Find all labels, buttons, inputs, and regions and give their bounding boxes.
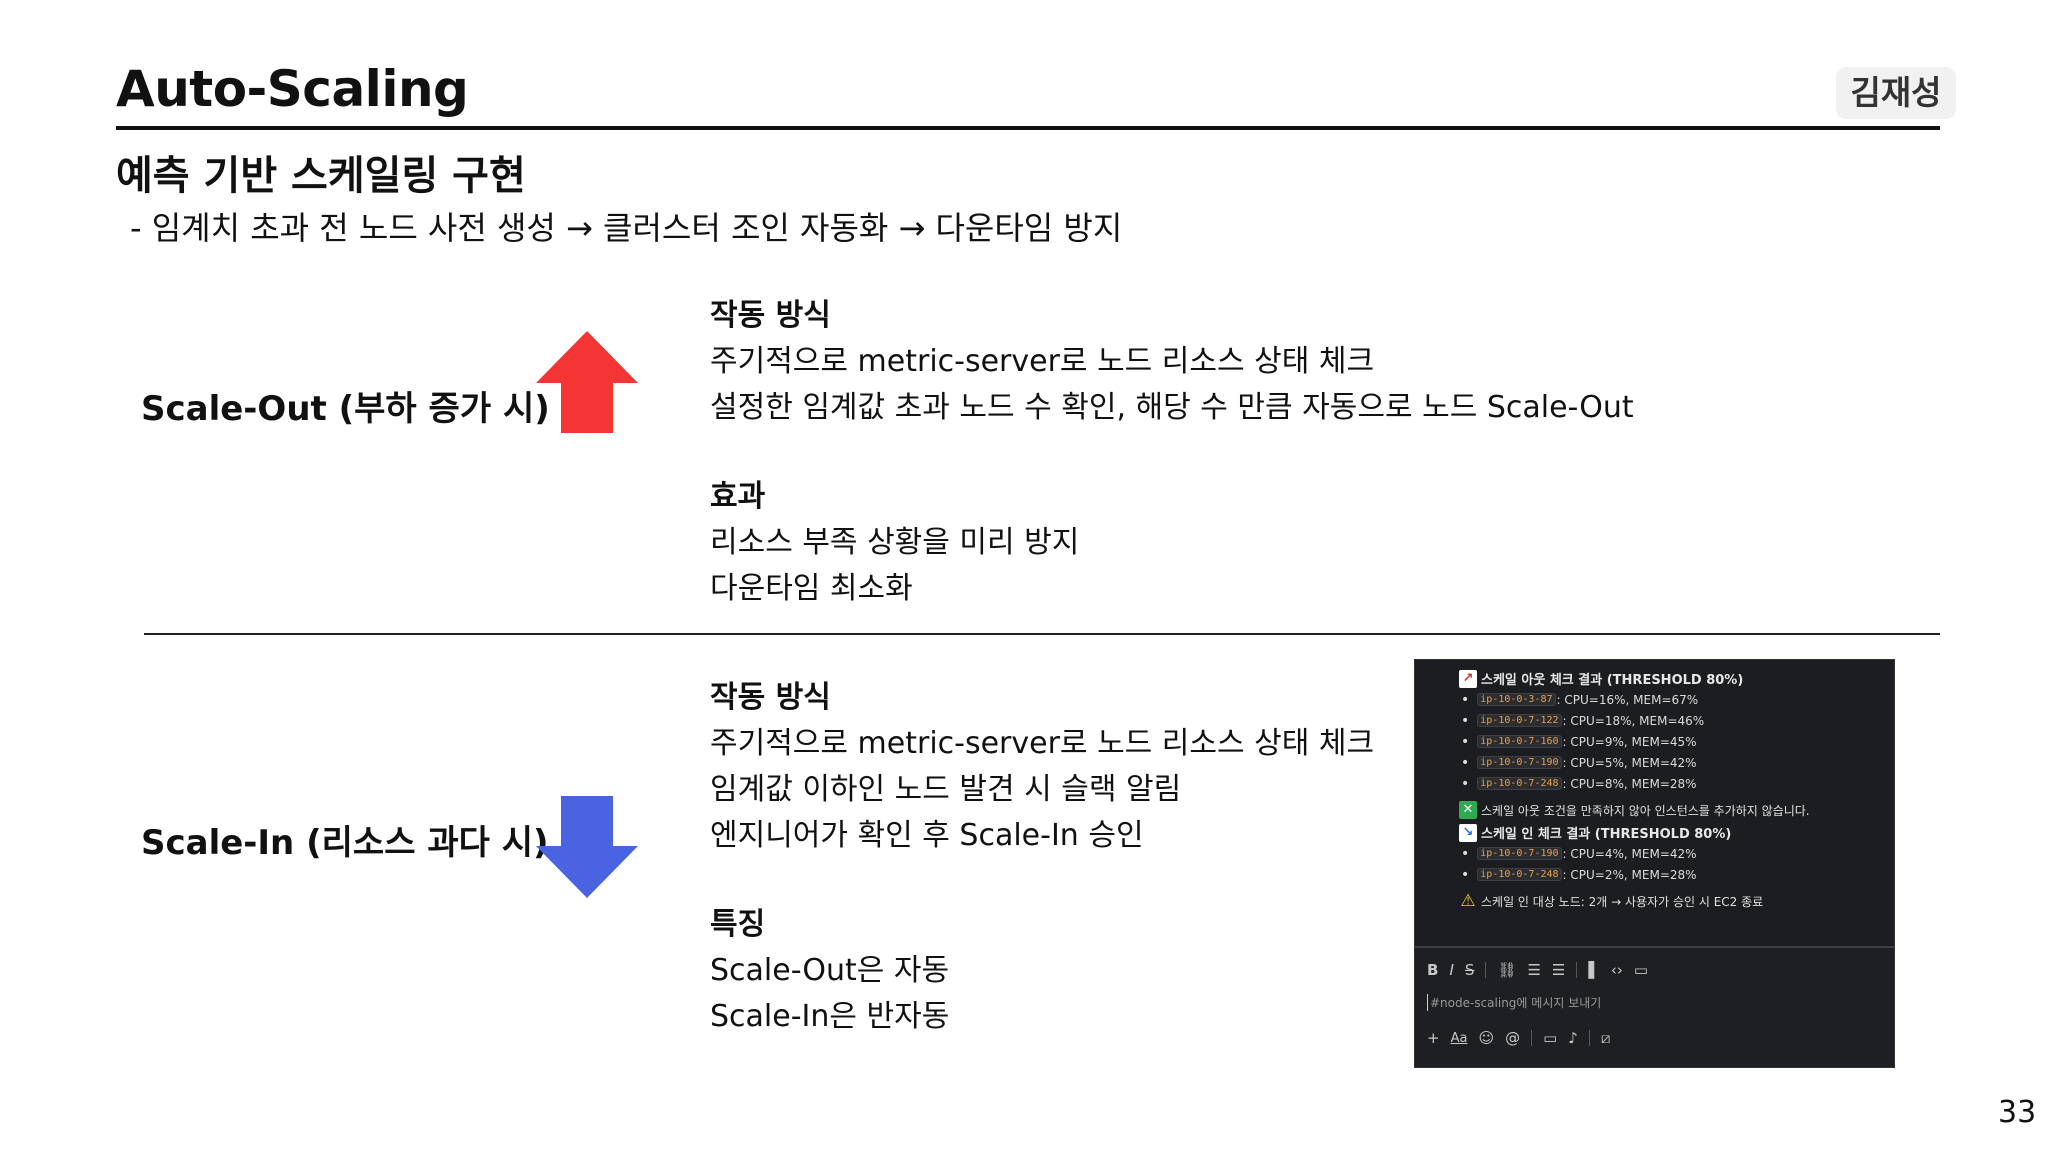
bullet-icon: • <box>1461 775 1470 792</box>
scale-in-feature-heading: 특징 <box>710 907 766 942</box>
list-item: • ip-10-0-7-160: CPU=9%, MEM=45% <box>1459 731 1894 752</box>
list-item: • ip-10-0-7-248: CPU=2%, MEM=28% <box>1459 864 1894 885</box>
down-arrow-shape <box>536 796 638 898</box>
scale-in-label: Scale-In (리소스 과다 시) <box>141 823 549 863</box>
scale-in-method-line-2: 임계값 이하인 노드 발견 시 슬랙 알림 <box>710 772 1182 807</box>
node-ip-code: ip-10-0-7-160 <box>1477 735 1562 748</box>
toolbar-divider <box>1531 1030 1533 1046</box>
bullet-icon: • <box>1461 845 1470 862</box>
slide-title: Auto-Scaling <box>116 60 469 118</box>
up-arrow-icon <box>536 331 638 433</box>
slash-command-icon[interactable]: ⧄ <box>1600 1029 1611 1047</box>
slack-screenshot: ↗ 스케일 아웃 체크 결과 (THRESHOLD 80%) • ip-10-0-… <box>1414 659 1895 1068</box>
format-toggle-button[interactable]: Aa <box>1450 1030 1468 1046</box>
plus-icon[interactable]: + <box>1427 1029 1440 1047</box>
node-ip-code: ip-10-0-7-248 <box>1477 868 1562 881</box>
scale-out-effect-line-1: 리소스 부족 상황을 미리 방지 <box>710 525 1080 560</box>
scale-in-method-heading: 작동 방식 <box>710 680 831 715</box>
formatting-toolbar: B I S ⛓ ☰ ☰ ▌ ‹› ▭ <box>1427 958 1659 982</box>
x-mark-icon: ✕ <box>1459 801 1477 819</box>
scale-out-method-line-1: 주기적으로 metric-server로 노드 리소스 상태 체크 <box>710 344 1375 379</box>
toolbar-divider <box>1485 962 1487 978</box>
scale-out-result-header: ↗ 스케일 아웃 체크 결과 (THRESHOLD 80%) <box>1459 668 1894 689</box>
up-arrow-shape <box>536 331 638 433</box>
bullet-icon: • <box>1461 754 1470 771</box>
video-icon[interactable]: ▭ <box>1543 1029 1558 1047</box>
node-ip-code: ip-10-0-3-87 <box>1477 693 1556 706</box>
node-stats: : CPU=8%, MEM=28% <box>1562 776 1697 791</box>
slide-tagline: - 임계치 초과 전 노드 사전 생성 → 클러스터 조인 자동화 → 다운타임… <box>130 209 1123 247</box>
node-stats: : CPU=2%, MEM=28% <box>1562 867 1697 882</box>
list-item: • ip-10-0-3-87: CPU=16%, MEM=67% <box>1459 689 1894 710</box>
emoji-icon[interactable]: ☺ <box>1478 1029 1495 1047</box>
scale-out-label: Scale-Out (부하 증가 시) <box>141 389 550 429</box>
page-number: 33 <box>1998 1095 2037 1130</box>
slide-subtitle: 예측 기반 스케일링 구현 <box>116 153 526 199</box>
code-icon[interactable]: ‹› <box>1610 961 1623 979</box>
list-item: • ip-10-0-7-190: CPU=4%, MEM=42% <box>1459 843 1894 864</box>
link-icon[interactable]: ⛓ <box>1497 961 1517 979</box>
scale-out-method-heading: 작동 방식 <box>710 298 831 333</box>
message-input[interactable]: #node-scaling에 메시지 보내기 <box>1427 994 1601 1011</box>
node-stats: : CPU=9%, MEM=45% <box>1562 734 1697 749</box>
message-composer: B I S ⛓ ☰ ☰ ▌ ‹› ▭ #node-scaling에 메시지 보내… <box>1415 946 1894 1067</box>
section-divider <box>144 633 1940 635</box>
toolbar-divider <box>1576 962 1578 978</box>
title-underline <box>116 126 1940 130</box>
scale-out-note: ✕ 스케일 아웃 조건을 만족하지 않아 인스턴스를 추가하지 않습니다. <box>1459 798 1894 822</box>
node-stats: : CPU=5%, MEM=42% <box>1562 755 1697 770</box>
scale-out-method-line-2: 설정한 임계값 초과 노드 수 확인, 해당 수 만큼 자동으로 노드 Scal… <box>710 390 1634 425</box>
chart-up-icon: ↗ <box>1459 669 1477 688</box>
mention-icon[interactable]: @ <box>1505 1029 1521 1047</box>
microphone-icon[interactable]: ♪ <box>1568 1029 1578 1047</box>
scale-in-method-line-3: 엔지니어가 확인 후 Scale-In 승인 <box>710 818 1144 853</box>
scale-in-result-header-text: 스케일 인 체크 결과 (THRESHOLD 80%) <box>1481 827 1732 842</box>
scale-in-result-header: ↘ 스케일 인 체크 결과 (THRESHOLD 80%) <box>1459 822 1894 843</box>
bullet-icon: • <box>1461 733 1470 750</box>
scale-out-note-text: 스케일 아웃 조건을 만족하지 않아 인스턴스를 추가하지 않습니다. <box>1481 803 1810 818</box>
bullet-icon: • <box>1461 712 1470 729</box>
code-block-icon[interactable]: ▭ <box>1633 961 1649 979</box>
node-stats: : CPU=4%, MEM=42% <box>1562 846 1697 861</box>
slack-message-list: ↗ 스케일 아웃 체크 결과 (THRESHOLD 80%) • ip-10-0-… <box>1415 660 1894 946</box>
scale-in-note-text: 스케일 인 대상 노드: 2개 → 사용자가 승인 시 EC2 종료 <box>1481 894 1764 909</box>
list-item: • ip-10-0-7-190: CPU=5%, MEM=42% <box>1459 752 1894 773</box>
down-arrow-icon <box>536 796 638 898</box>
node-ip-code: ip-10-0-7-122 <box>1477 714 1562 727</box>
node-ip-code: ip-10-0-7-190 <box>1477 847 1562 860</box>
node-ip-code: ip-10-0-7-190 <box>1477 756 1562 769</box>
node-stats: : CPU=18%, MEM=46% <box>1562 713 1705 728</box>
scale-out-result-header-text: 스케일 아웃 체크 결과 (THRESHOLD 80%) <box>1481 673 1744 688</box>
scale-out-effect-line-2: 다운타임 최소화 <box>710 571 913 606</box>
scale-out-effect-heading: 효과 <box>710 479 766 514</box>
composer-bottom-bar: + Aa ☺ @ ▭ ♪ ⧄ <box>1427 1027 1621 1049</box>
scale-in-note: ⚠ 스케일 인 대상 노드: 2개 → 사용자가 승인 시 EC2 종료 <box>1459 889 1894 913</box>
toolbar-divider <box>1588 1030 1590 1046</box>
author-badge: 김재성 <box>1836 67 1956 119</box>
ordered-list-icon[interactable]: ☰ <box>1527 961 1541 979</box>
bold-icon[interactable]: B <box>1427 961 1439 979</box>
bullet-icon: • <box>1461 691 1470 708</box>
node-ip-code: ip-10-0-7-248 <box>1477 777 1562 790</box>
italic-icon[interactable]: I <box>1449 961 1454 979</box>
scale-in-feature-line-1: Scale-Out은 자동 <box>710 953 950 988</box>
list-item: • ip-10-0-7-248: CPU=8%, MEM=28% <box>1459 773 1894 794</box>
blockquote-icon[interactable]: ▌ <box>1588 961 1600 979</box>
bullet-icon: • <box>1461 866 1470 883</box>
node-stats: : CPU=16%, MEM=67% <box>1556 692 1699 707</box>
warning-icon: ⚠ <box>1460 891 1476 911</box>
bulleted-list-icon[interactable]: ☰ <box>1551 961 1566 979</box>
chart-down-icon: ↘ <box>1459 823 1477 842</box>
strikethrough-icon[interactable]: S <box>1464 961 1475 979</box>
list-item: • ip-10-0-7-122: CPU=18%, MEM=46% <box>1459 710 1894 731</box>
scale-in-method-line-1: 주기적으로 metric-server로 노드 리소스 상태 체크 <box>710 726 1375 761</box>
scale-in-feature-line-2: Scale-In은 반자동 <box>710 999 950 1034</box>
